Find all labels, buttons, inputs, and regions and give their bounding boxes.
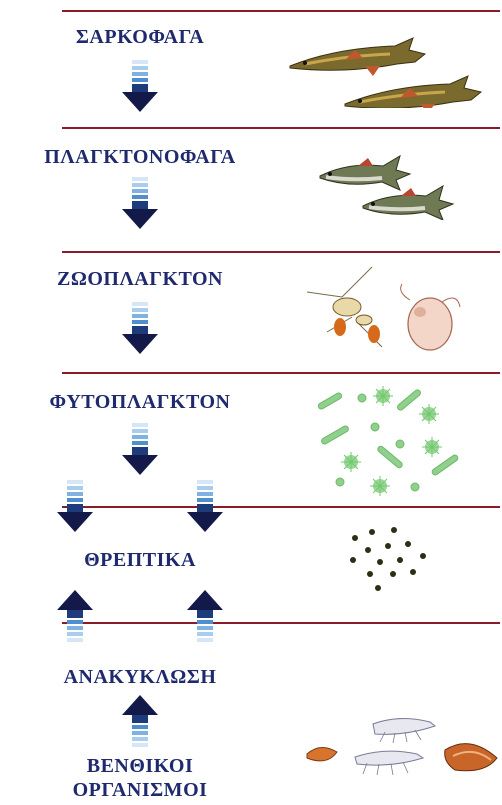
level-label-recycling: ΑΝΑΚΥΚΛΩΣΗ: [20, 666, 260, 689]
arrow-down-icon: [122, 177, 158, 231]
amphipod-clam-icon: [305, 712, 500, 782]
arrow-down-icon: [57, 480, 93, 534]
copepod-daphnia-icon: [302, 262, 467, 357]
level-label-nutrients: ΘΡΕΠΤΙΚΑ: [40, 549, 240, 572]
divider-line-6: [62, 622, 500, 624]
level-label-planktivores: ΠΛΑΓΚΤΟΝΟΦΑΓΑ: [5, 146, 275, 169]
small-fish-icon: [318, 148, 458, 220]
level-label-zooplankton: ΖΩΟΠΛΑΓΚΤΟΝ: [15, 268, 265, 291]
arrow-down-icon: [122, 60, 158, 114]
level-label-benthic-line1: ΒΕΝΘΙΚΟΙ: [40, 755, 240, 778]
pike-fish-icon: [285, 18, 500, 108]
algae-cells-icon: [315, 382, 465, 497]
divider-line-5: [62, 506, 500, 508]
arrow-up-icon: [187, 590, 223, 644]
arrow-down-icon: [122, 423, 158, 477]
divider-line-3: [62, 251, 500, 253]
divider-line-2: [62, 127, 500, 129]
level-label-phytoplankton: ΦΥΤΟΠΛΑΓΚΤΟΝ: [10, 391, 270, 414]
nutrient-dots-icon: [348, 526, 433, 596]
level-label-benthic-line2: ΟΡΓΑΝΙΣΜΟΙ: [40, 779, 240, 802]
arrow-down-icon: [122, 302, 158, 356]
divider-line-4: [62, 372, 500, 374]
arrow-up-icon: [122, 695, 158, 749]
arrow-up-icon: [57, 590, 93, 644]
divider-line-1: [62, 10, 500, 12]
arrow-down-icon: [187, 480, 223, 534]
level-label-carnivores: ΣΑΡΚΟΦΑΓΑ: [35, 26, 245, 49]
